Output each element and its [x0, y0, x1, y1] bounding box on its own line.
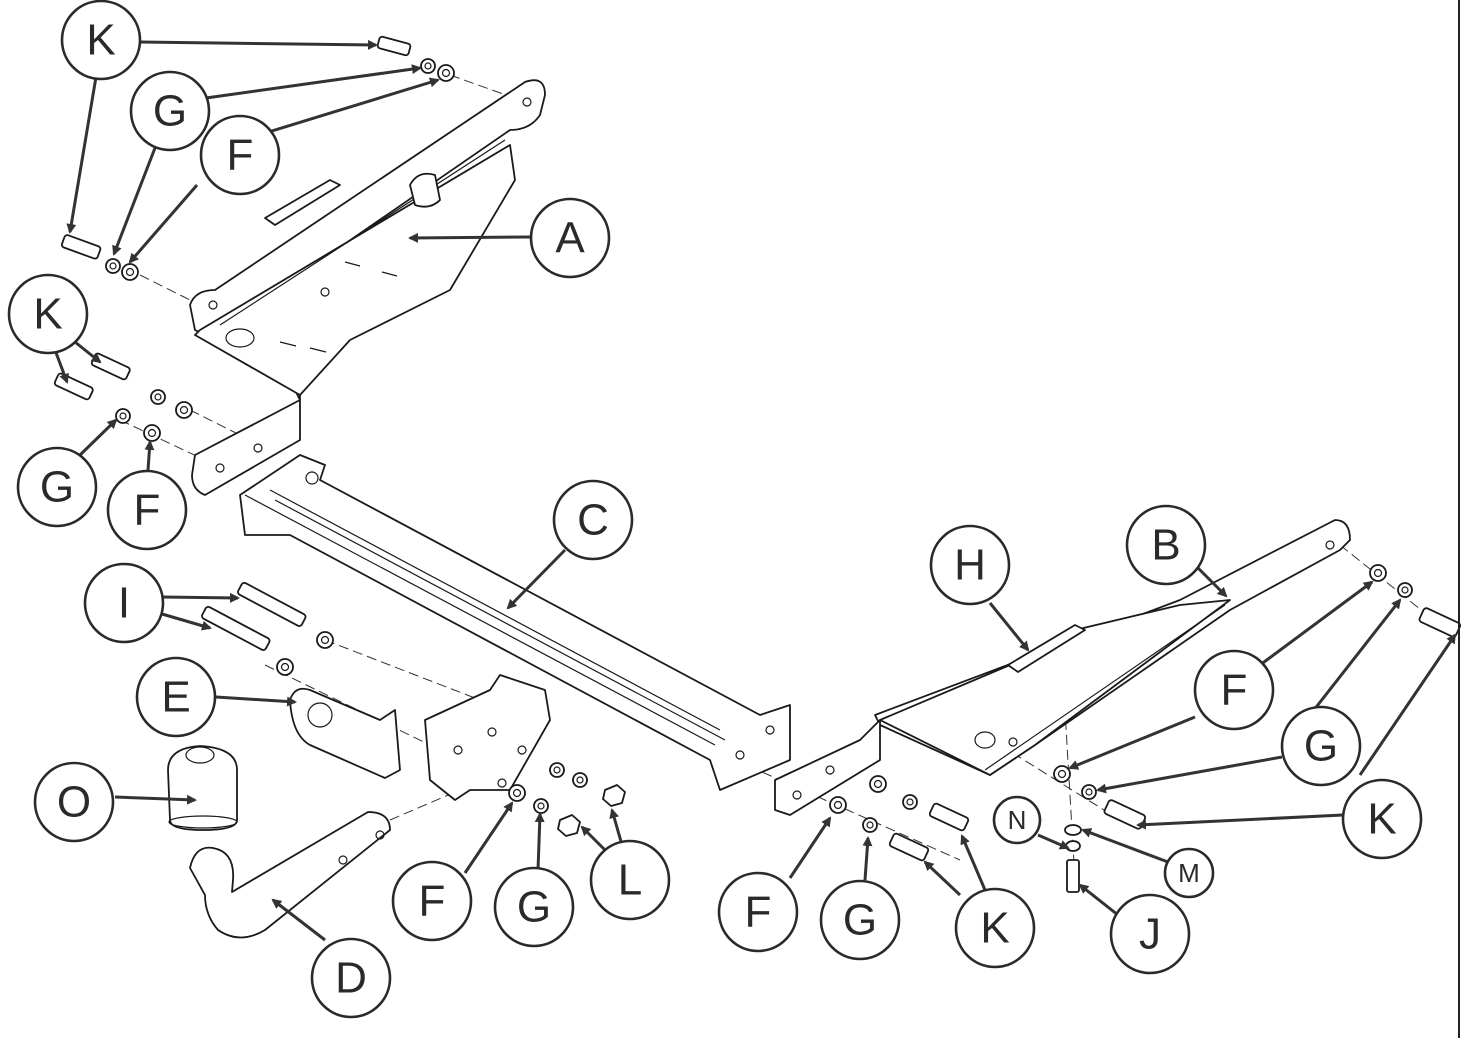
svg-text:G: G: [843, 896, 877, 945]
callout-l: L: [589, 839, 671, 921]
callout-g-right: G: [1280, 705, 1362, 787]
part-b-right-bracket: [774, 519, 1351, 816]
callout-i: I: [83, 562, 165, 644]
page-edge-line: [1458, 0, 1460, 1038]
callout-k-left: K: [7, 273, 89, 355]
callout-b: B: [1125, 504, 1207, 586]
svg-text:I: I: [118, 579, 130, 628]
svg-text:G: G: [517, 883, 551, 932]
svg-text:K: K: [1367, 795, 1396, 844]
callout-g-top: G: [129, 70, 211, 152]
callout-g-left: G: [16, 446, 98, 528]
callout-d: D: [310, 937, 392, 1019]
svg-text:M: M: [1178, 858, 1200, 888]
leader-lines: [53, 39, 1457, 942]
callout-k-right: K: [1341, 778, 1423, 860]
svg-text:F: F: [227, 131, 254, 180]
svg-text:K: K: [980, 904, 1009, 953]
callout-o: O: [33, 761, 115, 843]
callout-g-bottom: G: [819, 879, 901, 961]
part-o-ball-cap: [167, 745, 238, 831]
part-d-tow-ball: [189, 811, 391, 939]
svg-text:O: O: [57, 778, 91, 827]
callout-j: J: [1109, 893, 1191, 975]
svg-text:J: J: [1139, 910, 1161, 959]
svg-text:D: D: [335, 954, 367, 1003]
svg-text:H: H: [954, 541, 986, 590]
callout-c: C: [552, 479, 634, 561]
svg-text:L: L: [618, 856, 642, 905]
svg-text:F: F: [1221, 666, 1248, 715]
svg-text:G: G: [153, 87, 187, 136]
callout-n: N: [992, 795, 1042, 845]
svg-text:E: E: [161, 673, 190, 722]
svg-text:K: K: [86, 16, 115, 65]
callout-f-lower: F: [391, 860, 473, 942]
callout-m: M: [1163, 847, 1215, 899]
callout-k-top: K: [60, 0, 142, 81]
callout-h: H: [929, 524, 1011, 606]
part-e-socket-plate: [289, 687, 401, 779]
svg-text:A: A: [555, 214, 585, 263]
callout-a: A: [529, 197, 611, 279]
svg-text:F: F: [134, 486, 161, 535]
svg-text:B: B: [1151, 521, 1180, 570]
part-a-left-bracket: [189, 79, 546, 496]
callout-k-bottom: K: [954, 887, 1036, 969]
svg-text:N: N: [1008, 805, 1027, 835]
svg-text:C: C: [577, 496, 609, 545]
callout-f-left: F: [106, 469, 188, 551]
svg-text:F: F: [419, 877, 446, 926]
callout-f-right: F: [1193, 649, 1275, 731]
part-c-crossbar: [239, 454, 791, 801]
callout-f-top: F: [199, 114, 281, 196]
svg-text:G: G: [1304, 722, 1338, 771]
callout-e: E: [135, 656, 217, 738]
svg-text:F: F: [745, 888, 772, 937]
callout-f-bottom: F: [717, 871, 799, 953]
svg-text:K: K: [33, 290, 62, 339]
svg-text:G: G: [40, 463, 74, 512]
callout-g-lower: G: [493, 866, 575, 948]
